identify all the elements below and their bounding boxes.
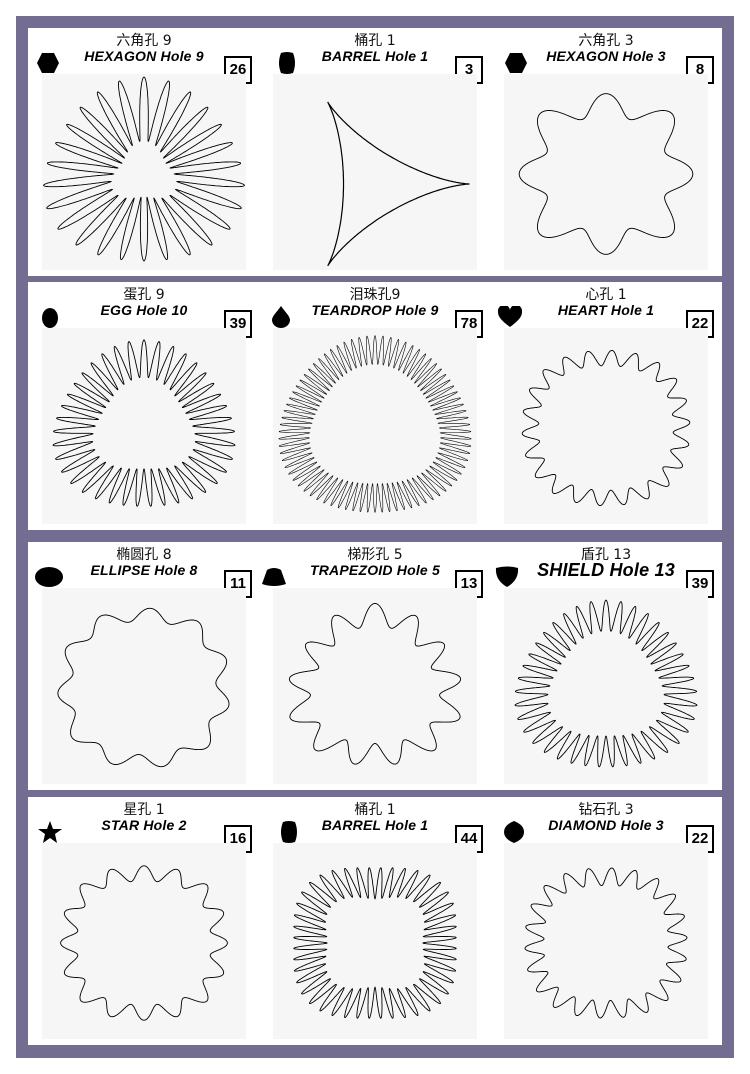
spirograph-pattern (42, 328, 246, 524)
spirograph-pattern (42, 843, 246, 1039)
card-chinese-title: 椭圆孔 8 (116, 547, 172, 563)
card-ellipse-8: 椭圆孔 8 ELLIPSE Hole 8 11 (28, 542, 260, 790)
card-chinese-title: 六角孔 9 (116, 33, 172, 49)
spirograph-pattern (273, 74, 477, 270)
card-shield-13: 盾孔 13 SHIELD Hole 13 39 (490, 542, 722, 790)
card-english-title: HEXAGON Hole 9 (84, 48, 204, 64)
card-chinese-title: 桶孔 1 (354, 33, 396, 49)
star-icon (38, 821, 62, 843)
ellipse-icon (35, 567, 63, 587)
spirograph-pattern (504, 588, 708, 784)
pattern-curve (514, 599, 698, 768)
diamond-icon (504, 821, 524, 843)
spirograph-pattern (273, 843, 477, 1039)
card-english-title: HEXAGON Hole 3 (546, 48, 666, 64)
pattern-curve (288, 603, 462, 765)
pattern-curve (60, 865, 228, 1021)
card-english-title: DIAMOND Hole 3 (548, 817, 664, 833)
card-english-title: SHIELD Hole 13 (537, 560, 675, 580)
teardrop-icon (272, 306, 290, 328)
card-english-title: HEART Hole 1 (557, 302, 655, 318)
card-barrel-1-b: 桶孔 1 BARREL Hole 1 44 (259, 797, 491, 1045)
trapezoid-icon (262, 568, 286, 586)
card-egg-10: 蛋孔 9 EGG Hole 10 39 (28, 282, 260, 530)
card-chinese-title: 盾孔 13 (580, 547, 632, 563)
pattern-curve (521, 349, 691, 507)
card-chinese-title: 蛋孔 9 (123, 287, 165, 303)
card-chinese-title: 梯形孔 5 (347, 547, 403, 563)
card-star-2: 星孔 1 STAR Hole 2 16 (28, 797, 260, 1045)
heart-icon (498, 306, 522, 327)
card-english-title: TEARDROP Hole 9 (311, 302, 439, 318)
card-english-title: STAR Hole 2 (101, 817, 187, 833)
pattern-curve (52, 339, 236, 507)
spirograph-pattern (42, 74, 246, 270)
card-chinese-title: 心孔 1 (585, 287, 627, 303)
pattern-sheet: 六角孔 9 HEXAGON Hole 9 26 桶孔 1 BARREL Hole… (16, 16, 734, 1058)
spirograph-pattern (504, 843, 708, 1039)
pattern-curve (327, 101, 470, 267)
barrel-icon (279, 52, 295, 74)
spirograph-pattern (504, 328, 708, 524)
card-hexagon-9: 六角孔 9 HEXAGON Hole 9 26 (28, 28, 260, 276)
pattern-curve (518, 93, 694, 255)
card-chinese-title: 泪珠孔9 (349, 287, 401, 303)
card-heart-1: 心孔 1 HEART Hole 1 22 (490, 282, 722, 530)
shield-icon (495, 566, 519, 587)
spirograph-pattern (273, 588, 477, 784)
pattern-curve (57, 607, 230, 768)
hexagon-icon (37, 53, 59, 73)
card-english-title: BARREL Hole 1 (321, 817, 429, 833)
card-hexagon-3: 六角孔 3 HEXAGON Hole 3 8 (490, 28, 722, 276)
spirograph-pattern (504, 74, 708, 270)
egg-icon (42, 308, 58, 328)
card-english-title: ELLIPSE Hole 8 (90, 562, 198, 578)
card-diamond-3: 钻石孔 3 DIAMOND Hole 3 22 (490, 797, 722, 1045)
barrel-icon (281, 821, 297, 843)
spirograph-pattern (273, 328, 477, 524)
card-chinese-title: 星孔 1 (123, 802, 165, 818)
card-teardrop-9: 泪珠孔9 TEARDROP Hole 9 78 (259, 282, 491, 530)
pattern-curve (278, 335, 472, 513)
card-english-title: EGG Hole 10 (100, 302, 188, 318)
card-barrel-1: 桶孔 1 BARREL Hole 1 3 (259, 28, 491, 276)
hexagon-icon (505, 53, 527, 73)
pattern-curve (293, 867, 457, 1019)
pattern-curve (43, 76, 245, 262)
pattern-curve (524, 867, 688, 1019)
card-chinese-title: 桶孔 1 (354, 802, 396, 818)
card-chinese-title: 钻石孔 3 (578, 802, 634, 818)
card-english-title: BARREL Hole 1 (321, 48, 429, 64)
card-english-title: TRAPEZOID Hole 5 (310, 562, 440, 578)
card-chinese-title: 六角孔 3 (578, 33, 634, 49)
spirograph-pattern (42, 588, 246, 784)
card-trapezoid-5: 梯形孔 5 TRAPEZOID Hole 5 13 (259, 542, 491, 790)
